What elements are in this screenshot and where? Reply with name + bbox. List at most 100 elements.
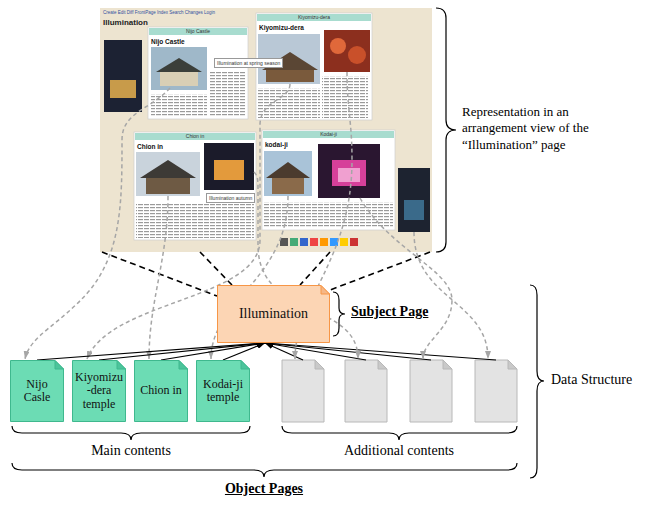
photo [318, 144, 380, 198]
photo-detail [272, 178, 304, 194]
group-label: Data Structure [549, 372, 634, 389]
group-label: Main contents [89, 443, 173, 460]
additional-page [345, 360, 387, 422]
view-caption: Representation in an arrangement view of… [462, 104, 637, 153]
label-holder: Subject Page [349, 304, 430, 321]
photo [324, 30, 370, 72]
additional-page [282, 360, 324, 422]
connector-arrow [37, 343, 265, 360]
body-text-lines [136, 204, 254, 238]
toolbar-icon [330, 238, 338, 246]
additional-page [410, 360, 452, 422]
screenshot-ground [100, 8, 432, 252]
curly-bracket [12, 463, 517, 477]
content-card: Nijo CastleNijo Castle [148, 27, 248, 119]
photo-detail [348, 46, 366, 64]
card-header-bar [263, 131, 394, 138]
object-page: Nijo Casle [10, 360, 64, 422]
label-holder: Main contents [89, 443, 173, 460]
photo-detail [214, 160, 244, 180]
card-heading: Nijo Castle [151, 38, 248, 45]
label-holder: Data Structure [549, 372, 634, 389]
card-heading: Chion in [137, 143, 256, 150]
group-label: Subject Page [349, 304, 430, 321]
photo-detail [146, 178, 190, 194]
photo [264, 151, 312, 196]
photo-detail [266, 70, 314, 82]
page-shape [197, 361, 250, 422]
body-text-lines [264, 202, 393, 228]
card-header-bar [135, 133, 255, 140]
page-label: Kiyomizu -dera temple [72, 371, 126, 411]
caption-text: Illumination autumn [209, 195, 252, 201]
curly-bracket [282, 426, 517, 440]
toolbar-icon [310, 238, 318, 246]
card-header: Chion in [134, 133, 256, 140]
additional-page [475, 360, 517, 422]
toolbar-icon [340, 238, 348, 246]
label-holder: Representation in an arrangement view of… [462, 104, 637, 153]
screenshot-panel: Create Edit Diff FrontPage Index Search … [100, 8, 432, 252]
mapping-curve [414, 232, 488, 359]
mapping-curve [360, 198, 452, 359]
label-holder: Additional contents [342, 443, 456, 460]
object-page: Chion in [134, 360, 188, 422]
photo-detail [266, 162, 310, 178]
group-label: Additional contents [342, 443, 456, 460]
curly-bracket [436, 8, 456, 252]
card-ground [134, 132, 256, 240]
body-text-lines [258, 88, 320, 118]
photo [136, 152, 200, 196]
page-label: Nijo Casle [10, 378, 64, 404]
card-header-bar [149, 28, 247, 35]
curly-bracket [333, 292, 345, 336]
photo-detail [110, 80, 136, 98]
projection-line [330, 252, 430, 290]
page-label: Illumination [239, 306, 308, 322]
photo-detail [338, 168, 360, 182]
photo-detail [140, 160, 196, 178]
card-ground [148, 27, 248, 119]
card-heading: Kiyomizu-dera [259, 24, 372, 31]
toolbar-icon [300, 238, 308, 246]
photo [204, 143, 254, 190]
photo [398, 168, 430, 232]
connector-arrow [99, 343, 265, 360]
photo-detail [332, 160, 366, 186]
projection-line [200, 252, 232, 285]
photo [104, 40, 142, 112]
page-shape [135, 361, 188, 422]
photo-detail [330, 38, 346, 54]
page-shape [11, 361, 64, 422]
toolbar-icon [280, 238, 288, 246]
photo-detail [156, 58, 202, 72]
projection-line [300, 252, 330, 285]
link-arrow [265, 343, 496, 360]
body-text-lines [210, 72, 245, 116]
mapping-curve [149, 196, 168, 359]
page-fold [179, 361, 188, 370]
page-fold [378, 360, 387, 369]
mapping-curve [25, 88, 170, 359]
curly-bracket [530, 285, 544, 478]
card-heading: kodai-ji [265, 141, 395, 148]
link-arrow [265, 343, 431, 360]
page-shape [73, 361, 126, 422]
page-fold [443, 360, 452, 369]
content-card: Chion in Chion in [134, 132, 256, 240]
menu-bar: Create Edit Diff FrontPage Index Search … [103, 10, 429, 16]
photo [151, 47, 207, 90]
page-label: Chion in [134, 384, 188, 397]
page-fold [508, 360, 517, 369]
photo-detail [160, 72, 198, 86]
group-label: Object Pages [223, 481, 305, 498]
connector-arrow [161, 343, 265, 360]
photo-caption: Illumination at spring season [214, 58, 283, 68]
connector-arrow [223, 343, 265, 360]
photo-caption: Illumination autumn [206, 193, 255, 203]
toolbar-icon [320, 238, 328, 246]
page-fold [321, 286, 330, 295]
card-header-bar [257, 14, 371, 21]
